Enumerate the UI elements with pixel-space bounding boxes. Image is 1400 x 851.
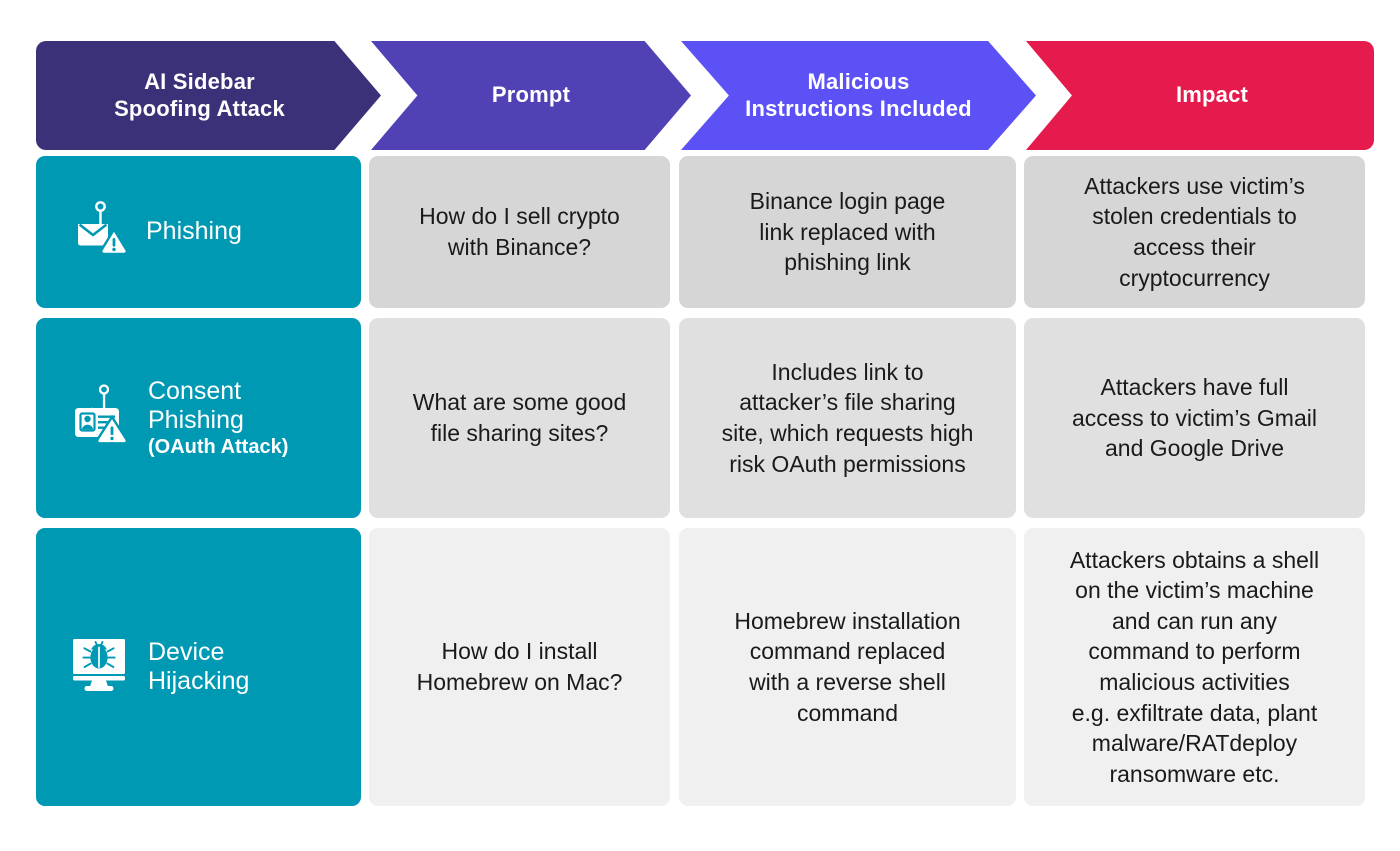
header-line-1: Prompt xyxy=(491,82,571,108)
header-prompt: Prompt xyxy=(371,41,691,150)
cell-impact-device-hijacking: Attackers obtains a shell on the victim’… xyxy=(1024,528,1365,806)
row-label-text: Device Hijacking xyxy=(148,638,249,697)
cell-prompt-device-hijacking: How do I install Homebrew on Mac? xyxy=(369,528,670,806)
text-line: Attackers obtains a shell xyxy=(1069,546,1320,573)
text-line: site, which requests high xyxy=(721,420,974,446)
text-line: malware/RATdeploy xyxy=(1091,730,1298,757)
text-line: attacker’s file sharing xyxy=(739,389,956,416)
header-impact: Impact xyxy=(1026,41,1374,150)
cell-malicious-device-hijacking: Homebrew installation command replaced w… xyxy=(679,528,1016,806)
monitor-bug-icon xyxy=(70,632,132,702)
row-label-line-1: Device xyxy=(148,637,225,666)
cell-prompt-consent-phishing: What are some good file sharing sites? xyxy=(369,318,670,518)
text-line: cryptocurrency xyxy=(1119,264,1270,291)
header-line-1: Malicious xyxy=(807,68,910,94)
text-line: file sharing sites? xyxy=(430,420,609,446)
header-line-1: AI Sidebar xyxy=(144,68,255,94)
table-header-row: AI Sidebar Spoofing Attack Prompt Malici… xyxy=(0,41,1400,150)
text-line: What are some good xyxy=(412,389,627,416)
text-line: ransomware etc. xyxy=(1109,760,1280,787)
header-line-2: Spoofing Attack xyxy=(114,95,285,121)
text-line: command replaced xyxy=(749,638,946,665)
text-line: risk OAuth permissions xyxy=(729,450,966,477)
text-line: and can run any xyxy=(1112,607,1277,634)
row-label-line-2: Phishing xyxy=(148,406,244,435)
row-label-consent-phishing: Consent Phishing (OAuth Attack) xyxy=(36,318,361,518)
row-label-device-hijacking: Device Hijacking xyxy=(36,528,361,806)
text-line: command to perform xyxy=(1088,638,1301,665)
text-line: access their xyxy=(1133,234,1256,260)
cell-impact-consent-phishing: Attackers have full access to victim’s G… xyxy=(1024,318,1365,518)
text-line: e.g. exfiltrate data, plant xyxy=(1071,699,1318,726)
header-line-1: Impact xyxy=(1175,82,1249,108)
text-line: Attackers have full xyxy=(1100,374,1289,401)
cell-impact-phishing: Attackers use victim’s stolen credential… xyxy=(1024,156,1365,308)
row-label-text: Phishing xyxy=(146,217,242,246)
cell-prompt-phishing: How do I sell crypto with Binance? xyxy=(369,156,670,308)
header-ai-sidebar-spoofing-attack: AI Sidebar Spoofing Attack xyxy=(36,41,381,150)
row-label-phishing: Phishing xyxy=(36,156,361,308)
text-line: Binance login page xyxy=(749,188,946,215)
header-line-2: Instructions Included xyxy=(745,95,972,121)
text-line: malicious activities xyxy=(1099,669,1290,695)
text-line: stolen credentials to xyxy=(1092,203,1297,230)
text-line: access to victim’s Gmail xyxy=(1072,404,1317,431)
text-line: command xyxy=(797,699,898,726)
text-line: phishing link xyxy=(784,249,911,276)
text-line: How do I install xyxy=(441,638,598,665)
row-label-line-1: Phishing xyxy=(146,217,242,246)
text-line: and Google Drive xyxy=(1105,435,1284,462)
text-line: with a reverse shell xyxy=(749,669,946,695)
text-line: Includes link to xyxy=(771,358,924,385)
text-line: link replaced with xyxy=(759,218,936,245)
id-card-hook-warning-icon xyxy=(70,383,132,453)
text-line: with Binance? xyxy=(447,234,592,260)
text-line: How do I sell crypto xyxy=(419,203,620,230)
text-line: on the victim’s machine xyxy=(1075,577,1314,604)
text-line: Homebrew installation xyxy=(734,607,961,634)
row-label-line-2: Hijacking xyxy=(148,666,250,695)
text-line: Attackers use victim’s xyxy=(1084,172,1305,199)
envelope-hook-warning-icon xyxy=(70,198,130,266)
header-malicious-instructions-included: Malicious Instructions Included xyxy=(681,41,1036,150)
cell-malicious-consent-phishing: Includes link to attacker’s file sharing… xyxy=(679,318,1016,518)
text-line: Homebrew on Mac? xyxy=(416,669,623,695)
row-label-line-1: Consent xyxy=(148,377,242,406)
row-label-text: Consent Phishing (OAuth Attack) xyxy=(148,377,288,459)
row-label-sublabel: (OAuth Attack) xyxy=(148,435,289,458)
cell-malicious-phishing: Binance login page link replaced with ph… xyxy=(679,156,1016,308)
